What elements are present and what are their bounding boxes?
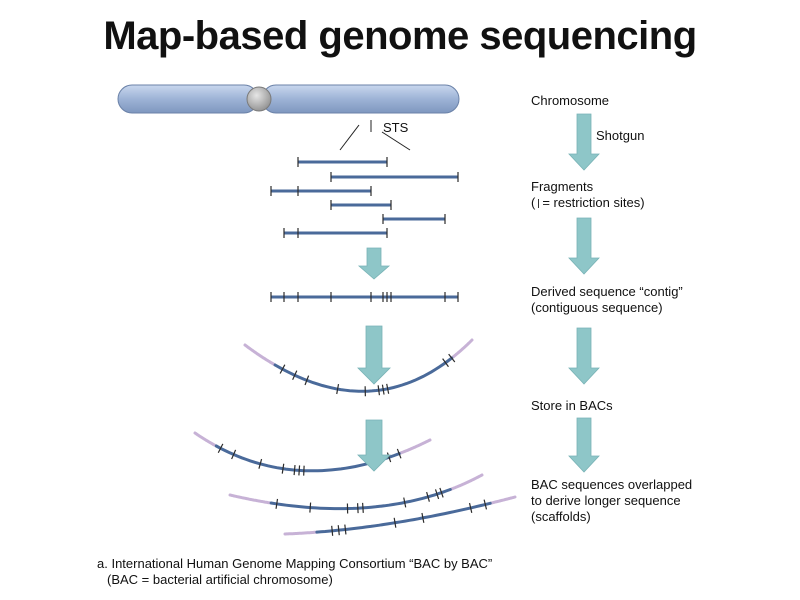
contig <box>270 292 459 302</box>
label-bac-overlap-line1: BAC sequences overlapped <box>531 477 693 492</box>
figure-caption: a. International Human Genome Mapping Co… <box>97 556 492 588</box>
restriction-site <box>403 497 407 508</box>
sts-marker <box>339 120 411 151</box>
bac-curves <box>193 338 517 536</box>
bac-segment <box>243 338 474 397</box>
restriction-site <box>298 465 301 476</box>
sts-label: STS <box>383 120 409 135</box>
restriction-site <box>426 491 430 502</box>
bac-segment <box>228 473 484 514</box>
down-arrow-icon <box>568 113 600 171</box>
restriction-site <box>331 525 334 536</box>
restriction-site <box>442 358 449 368</box>
label-fragments-line2: ( = restriction sites) <box>531 195 645 211</box>
restriction-site <box>483 499 488 510</box>
restriction-site <box>344 524 347 535</box>
restriction-site <box>386 383 390 394</box>
restriction-site <box>336 384 340 395</box>
restriction-site <box>396 448 402 459</box>
label-bac-overlap: BAC sequences overlapped to derive longe… <box>531 477 692 525</box>
bac-vector-left <box>243 343 277 367</box>
restriction-site <box>304 375 310 386</box>
bac-insert <box>315 501 492 534</box>
label-fragments-line1: Fragments <box>531 179 594 194</box>
restriction-site <box>439 487 444 498</box>
label-chromosome-text: Chromosome <box>531 93 610 108</box>
restriction-site <box>258 458 263 469</box>
label-contig-line2: (contiguous sequence) <box>531 300 663 315</box>
restriction-site <box>468 502 473 513</box>
bac-vector-right <box>448 473 484 491</box>
restriction-site <box>292 370 298 380</box>
restriction-site <box>275 498 279 509</box>
middle-arrows <box>357 247 391 472</box>
bac-insert <box>273 356 454 393</box>
label-fragments: Fragments ( = restriction sites) <box>531 179 645 211</box>
restriction-legend-text: = restriction sites) <box>542 195 645 210</box>
caption-line2: (BAC = bacterial artificial chromosome) <box>107 572 333 587</box>
restriction-site <box>393 517 397 528</box>
bac-segment <box>283 495 517 536</box>
restriction-site <box>337 525 340 536</box>
down-arrow-icon <box>568 217 600 275</box>
bac-segment <box>193 431 432 476</box>
chromosome <box>117 84 460 114</box>
label-store-bacs-text: Store in BACs <box>531 398 613 413</box>
restriction-open-paren: ( <box>531 195 536 210</box>
label-contig: Derived sequence “contig” (contiguous se… <box>531 284 683 316</box>
label-chromosome: Chromosome <box>531 93 609 109</box>
restriction-site <box>309 502 312 513</box>
bac-vector-left <box>228 493 273 505</box>
restriction-site <box>381 384 385 395</box>
restriction-site <box>386 452 392 463</box>
restriction-site <box>434 489 440 500</box>
label-shotgun: Shotgun <box>596 128 644 144</box>
restriction-site <box>362 502 364 513</box>
restriction-site <box>281 463 285 474</box>
chromosome-right-arm <box>261 84 460 114</box>
down-arrow-icon <box>357 419 391 472</box>
centromere <box>246 86 272 112</box>
down-arrow-icon <box>357 247 391 280</box>
restriction-site <box>231 449 237 460</box>
label-bac-overlap-line3: (scaffolds) <box>531 509 591 524</box>
label-contig-line1: Derived sequence “contig” <box>531 284 683 299</box>
bac-vector-right <box>450 338 474 360</box>
down-arrow-icon <box>568 327 600 385</box>
restriction-site <box>279 364 286 374</box>
label-store-bacs: Store in BACs <box>531 398 613 414</box>
restriction-site <box>421 512 425 523</box>
bac-vector-left <box>283 530 319 536</box>
restriction-site <box>217 443 224 454</box>
bac-insert <box>269 488 452 511</box>
right-arrows <box>568 113 600 473</box>
caption-line1: a. International Human Genome Mapping Co… <box>97 556 493 571</box>
fragments <box>270 157 459 238</box>
restriction-site <box>377 385 380 396</box>
diagram-title: Map-based genome sequencing <box>103 14 697 58</box>
down-arrow-icon <box>357 325 391 385</box>
chromosome-left-arm <box>117 84 259 114</box>
restriction-site <box>448 353 456 363</box>
restriction-site-icon <box>538 199 540 208</box>
bac-vector-right <box>397 438 432 456</box>
label-bac-overlap-line2: to derive longer sequence <box>531 493 681 508</box>
restriction-site <box>293 465 296 476</box>
down-arrow-icon <box>568 417 600 473</box>
label-shotgun-text: Shotgun <box>596 128 645 143</box>
bac-vector-right <box>488 495 517 505</box>
bac-vector-left <box>193 431 218 448</box>
